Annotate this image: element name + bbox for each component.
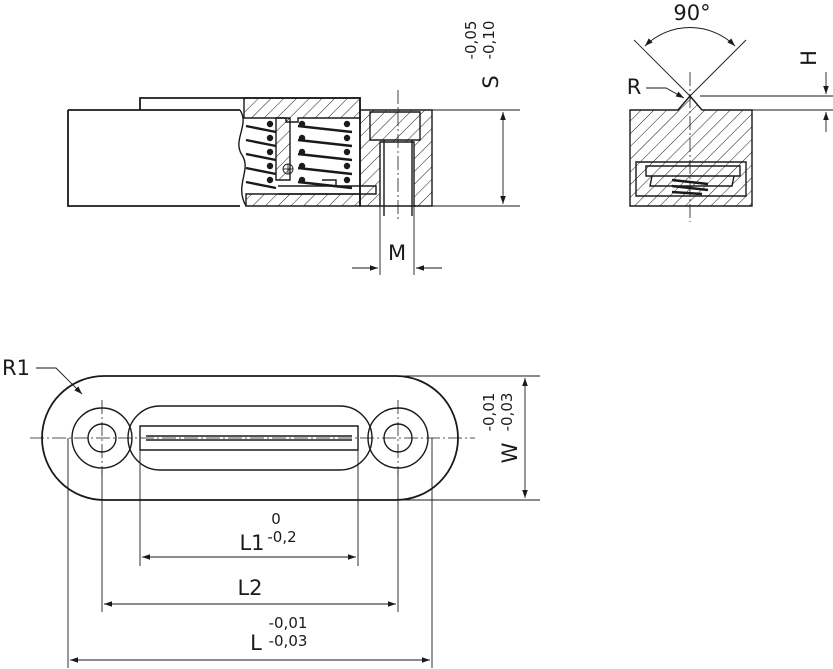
l-label: L	[250, 631, 262, 655]
r-leader	[646, 87, 685, 99]
angle-arc	[644, 27, 736, 47]
l-tol-lower: -0,03	[269, 632, 308, 650]
l1-tol-lower: -0,2	[267, 528, 296, 546]
l-tol-upper: -0,01	[269, 614, 308, 632]
end-slider	[645, 165, 741, 187]
s-label: S	[479, 75, 503, 88]
mount-block	[359, 109, 433, 207]
r1-leader	[36, 367, 83, 395]
r1-label: R1	[2, 356, 30, 380]
m-label: M	[388, 241, 406, 265]
r-label: R	[627, 75, 642, 99]
l2-label: L2	[237, 576, 262, 600]
end-inner-pocket	[635, 161, 747, 197]
base-section	[245, 193, 361, 207]
side-section-view: S -0,05 -0,10 M	[67, 21, 520, 275]
pin-symbol	[282, 163, 294, 175]
cover-section	[243, 97, 361, 123]
angle-label: 90°	[673, 1, 710, 25]
s-tol-lower: -0,10	[480, 21, 498, 60]
h-label: H	[797, 50, 821, 66]
break-line	[238, 109, 247, 207]
counterbore	[369, 111, 421, 141]
w-tol-lower: -0,03	[498, 393, 516, 432]
end-housing	[629, 94, 753, 207]
spring-left	[245, 120, 277, 190]
spring-right	[297, 120, 353, 190]
s-tol-upper: -0,05	[462, 21, 480, 60]
end-view: 90° R H	[627, 1, 833, 222]
l1-label: L1	[239, 531, 264, 555]
slot-outline	[127, 405, 373, 471]
l1-tol-upper: 0	[271, 510, 281, 528]
w-tol-upper: -0,01	[480, 393, 498, 432]
w-label: W	[498, 442, 522, 463]
top-view: R1 W -0,01 -0,03 L1 0 -0,2 L2 L -0,01 -0…	[2, 356, 540, 668]
body-outline	[67, 109, 240, 207]
